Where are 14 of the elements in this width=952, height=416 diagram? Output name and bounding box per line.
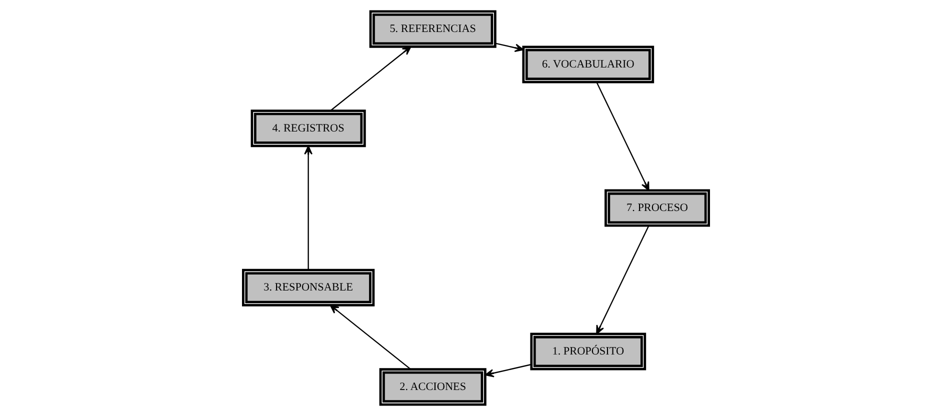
arrow <box>330 46 412 112</box>
node-box: 4. REGISTROS <box>250 110 366 148</box>
node-box: 2. ACCIONES <box>379 368 486 406</box>
arrow <box>596 225 650 334</box>
arrow <box>304 146 313 270</box>
arrow <box>596 82 650 191</box>
arrow <box>330 304 411 370</box>
node-box: 5. REFERENCIAS <box>369 10 496 48</box>
node-box: 7. PROCESO <box>604 189 710 227</box>
node-box: 6. VOCABULARIO <box>522 46 654 84</box>
arrow <box>484 364 532 378</box>
arrow <box>495 42 524 52</box>
node-box: 3. RESPONSABLE <box>242 268 375 306</box>
node-box: 1. PROPÓSITO <box>530 332 646 370</box>
